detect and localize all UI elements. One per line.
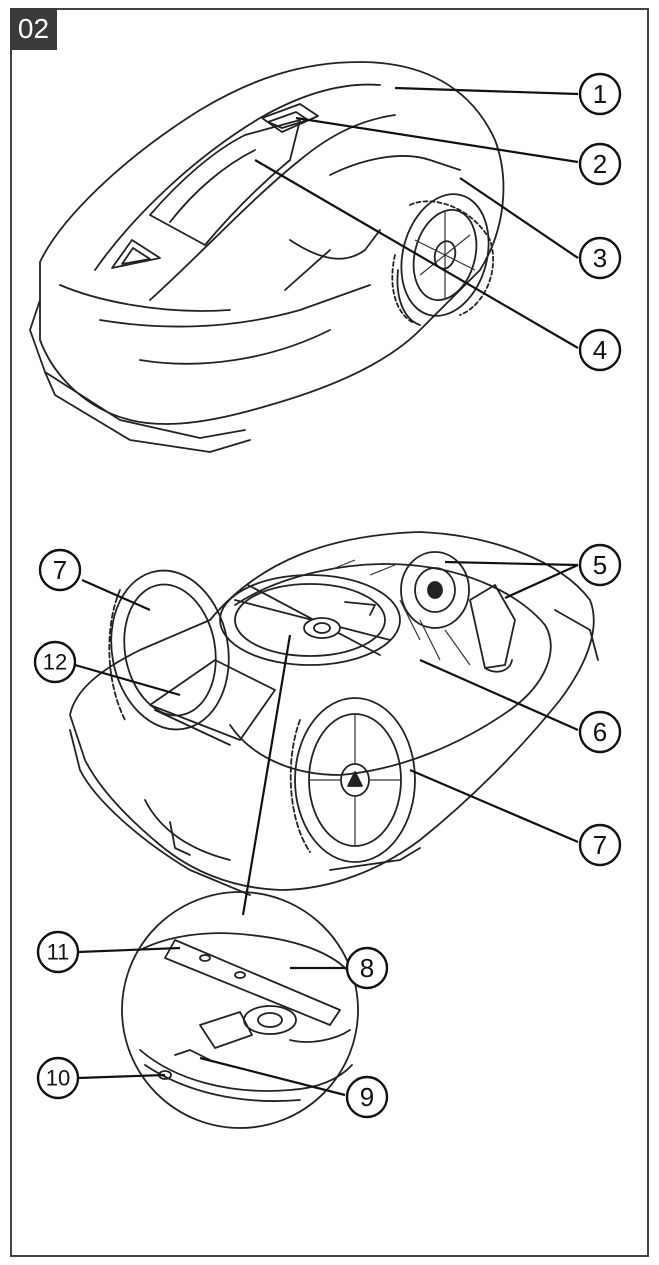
figure-number: 02 xyxy=(10,8,57,50)
callout-7-right: 7 xyxy=(578,823,622,867)
blade-detail-illustration xyxy=(121,891,359,1129)
svg-text:1: 1 xyxy=(593,79,607,109)
leaders-bottom xyxy=(74,560,579,916)
leaders-top xyxy=(254,86,579,349)
callout-11: 11 xyxy=(36,930,80,974)
callout-1: 1 xyxy=(578,72,622,116)
svg-text:9: 9 xyxy=(360,1082,374,1112)
svg-text:2: 2 xyxy=(593,149,607,179)
svg-text:11: 11 xyxy=(47,940,70,965)
callout-9: 9 xyxy=(345,1075,389,1119)
svg-text:10: 10 xyxy=(46,1066,70,1091)
svg-text:12: 12 xyxy=(43,650,67,675)
callout-10: 10 xyxy=(36,1056,80,1100)
callout-8: 8 xyxy=(345,946,389,990)
svg-text:6: 6 xyxy=(593,717,607,747)
leaders-detail xyxy=(77,946,346,1097)
callout-2: 2 xyxy=(578,142,622,186)
svg-text:7: 7 xyxy=(593,830,607,860)
svg-text:4: 4 xyxy=(593,335,607,365)
mower-underside-illustration xyxy=(69,531,599,896)
callout-5: 5 xyxy=(578,543,622,587)
svg-text:5: 5 xyxy=(593,550,607,580)
callout-7-left: 7 xyxy=(38,548,82,592)
svg-text:7: 7 xyxy=(53,555,67,585)
callout-4: 4 xyxy=(578,328,622,372)
svg-text:8: 8 xyxy=(360,953,374,983)
svg-text:3: 3 xyxy=(593,243,607,273)
mower-top-illustration xyxy=(29,61,505,453)
callout-6: 6 xyxy=(578,710,622,754)
callout-3: 3 xyxy=(578,236,622,280)
callout-12: 12 xyxy=(33,640,77,684)
